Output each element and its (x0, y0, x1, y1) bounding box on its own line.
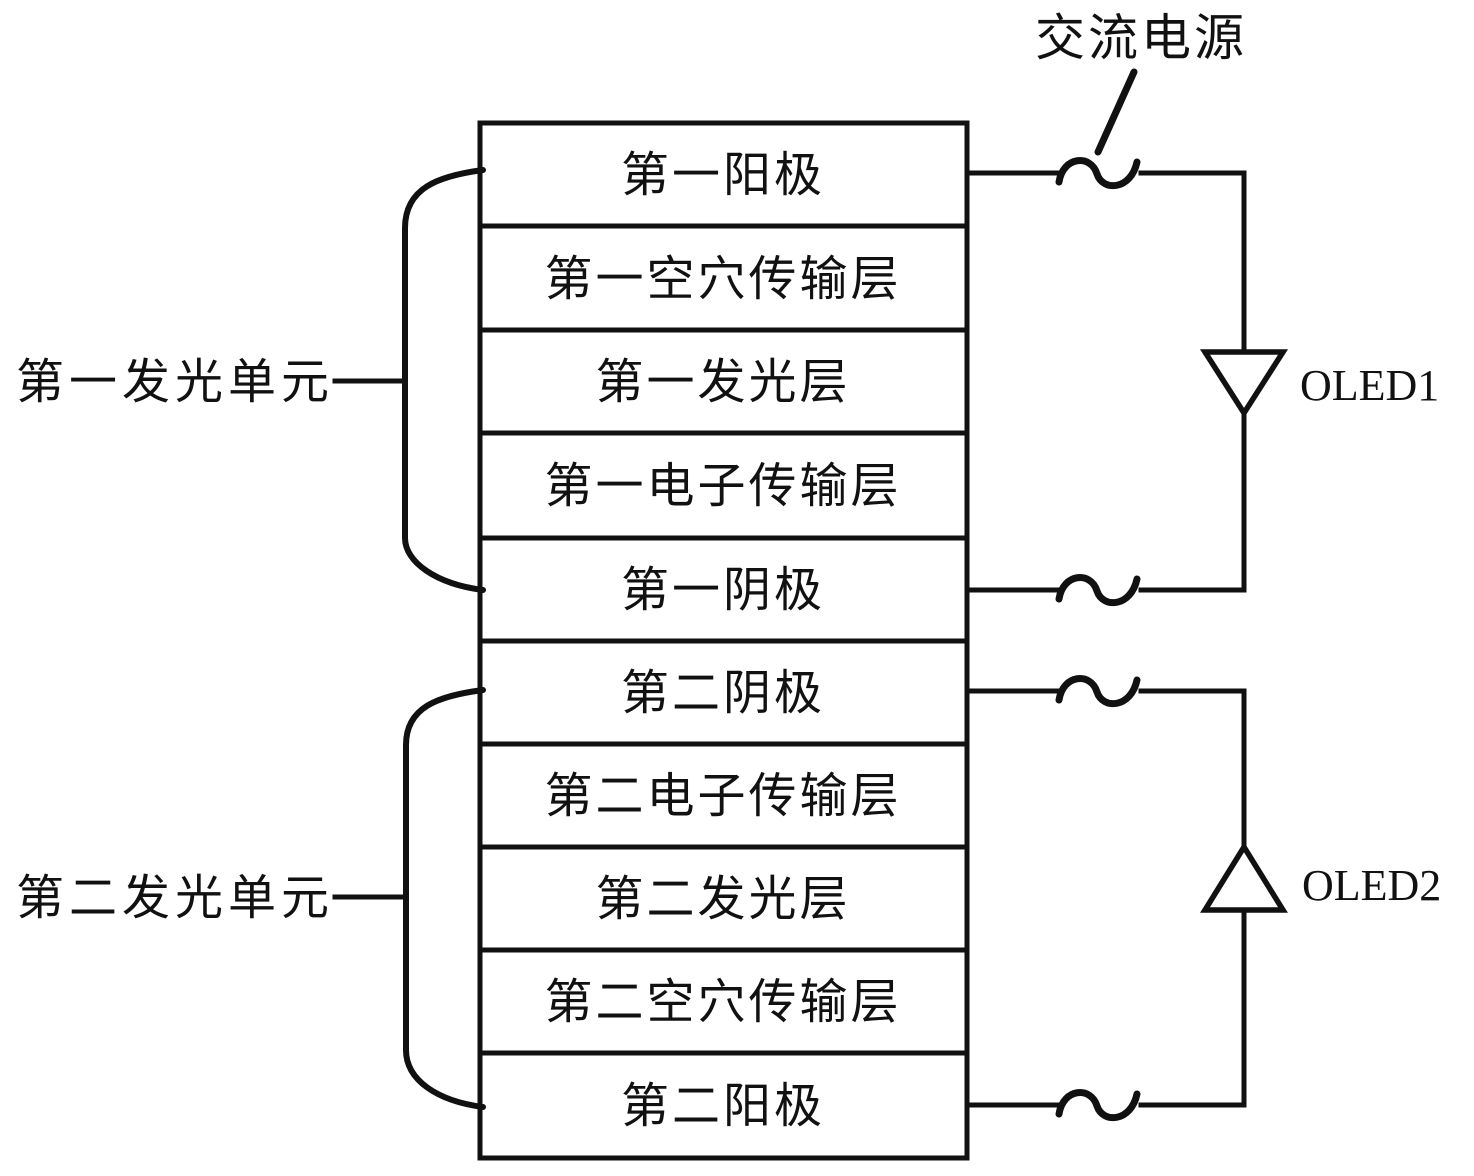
layer-stack: 第一阳极 第一空穴传输层 第一发光层 第一电子传输层 第一阴极 第二阴极 第二电… (477, 120, 970, 1161)
ac-source-symbol-3 (1055, 675, 1141, 708)
oled2-group: OLED2 (1200, 841, 1441, 913)
oled1-diode-icon (1199, 349, 1289, 419)
first-unit-brace (402, 167, 486, 593)
oled2-diode-icon (1200, 841, 1288, 913)
layer-label-second-hole-transport: 第二空穴传输层 (544, 976, 901, 1029)
wire-first-anode-right (1138, 170, 1247, 355)
ac-power-group: 交流电源 (1035, 10, 1247, 156)
layer-label-second-cathode: 第二阴极 (621, 667, 825, 720)
oled1-label: OLED1 (1300, 361, 1439, 410)
layer-label-first-electron-transport: 第一电子传输层 (544, 460, 901, 513)
layer-label-second-anode: 第二阳极 (621, 1080, 825, 1133)
second-unit-brace (403, 687, 486, 1110)
ac-power-pointer-line (1094, 68, 1138, 156)
layer-label-second-electron-transport: 第二电子传输层 (544, 770, 901, 823)
first-unit-label: 第一发光单元 (16, 356, 334, 409)
layer-label-first-hole-transport: 第一空穴传输层 (544, 253, 901, 306)
layer-label-second-emitting: 第二发光层 (595, 873, 850, 926)
layer-label-first-emitting: 第一发光层 (595, 356, 850, 409)
oled1-group: OLED1 (1199, 349, 1439, 419)
second-unit-group: 第二发光单元 (16, 687, 486, 1110)
wire-second-cathode-right (1138, 688, 1247, 850)
wire-first-cathode-right (1138, 410, 1247, 593)
wire-second-anode-right (1138, 907, 1247, 1108)
ac-source-symbol-4 (1055, 1089, 1141, 1122)
second-unit-label: 第二发光单元 (16, 872, 334, 925)
ac-source-symbol-2 (1055, 574, 1141, 607)
layer-label-first-cathode: 第一阴极 (621, 564, 825, 617)
ac-power-label: 交流电源 (1035, 10, 1247, 66)
circuit-wiring (964, 157, 1247, 1122)
first-unit-group: 第一发光单元 (16, 167, 486, 593)
layer-label-first-anode: 第一阳极 (621, 149, 825, 202)
oled2-label: OLED2 (1302, 861, 1441, 910)
ac-source-symbol-1 (1055, 157, 1141, 190)
